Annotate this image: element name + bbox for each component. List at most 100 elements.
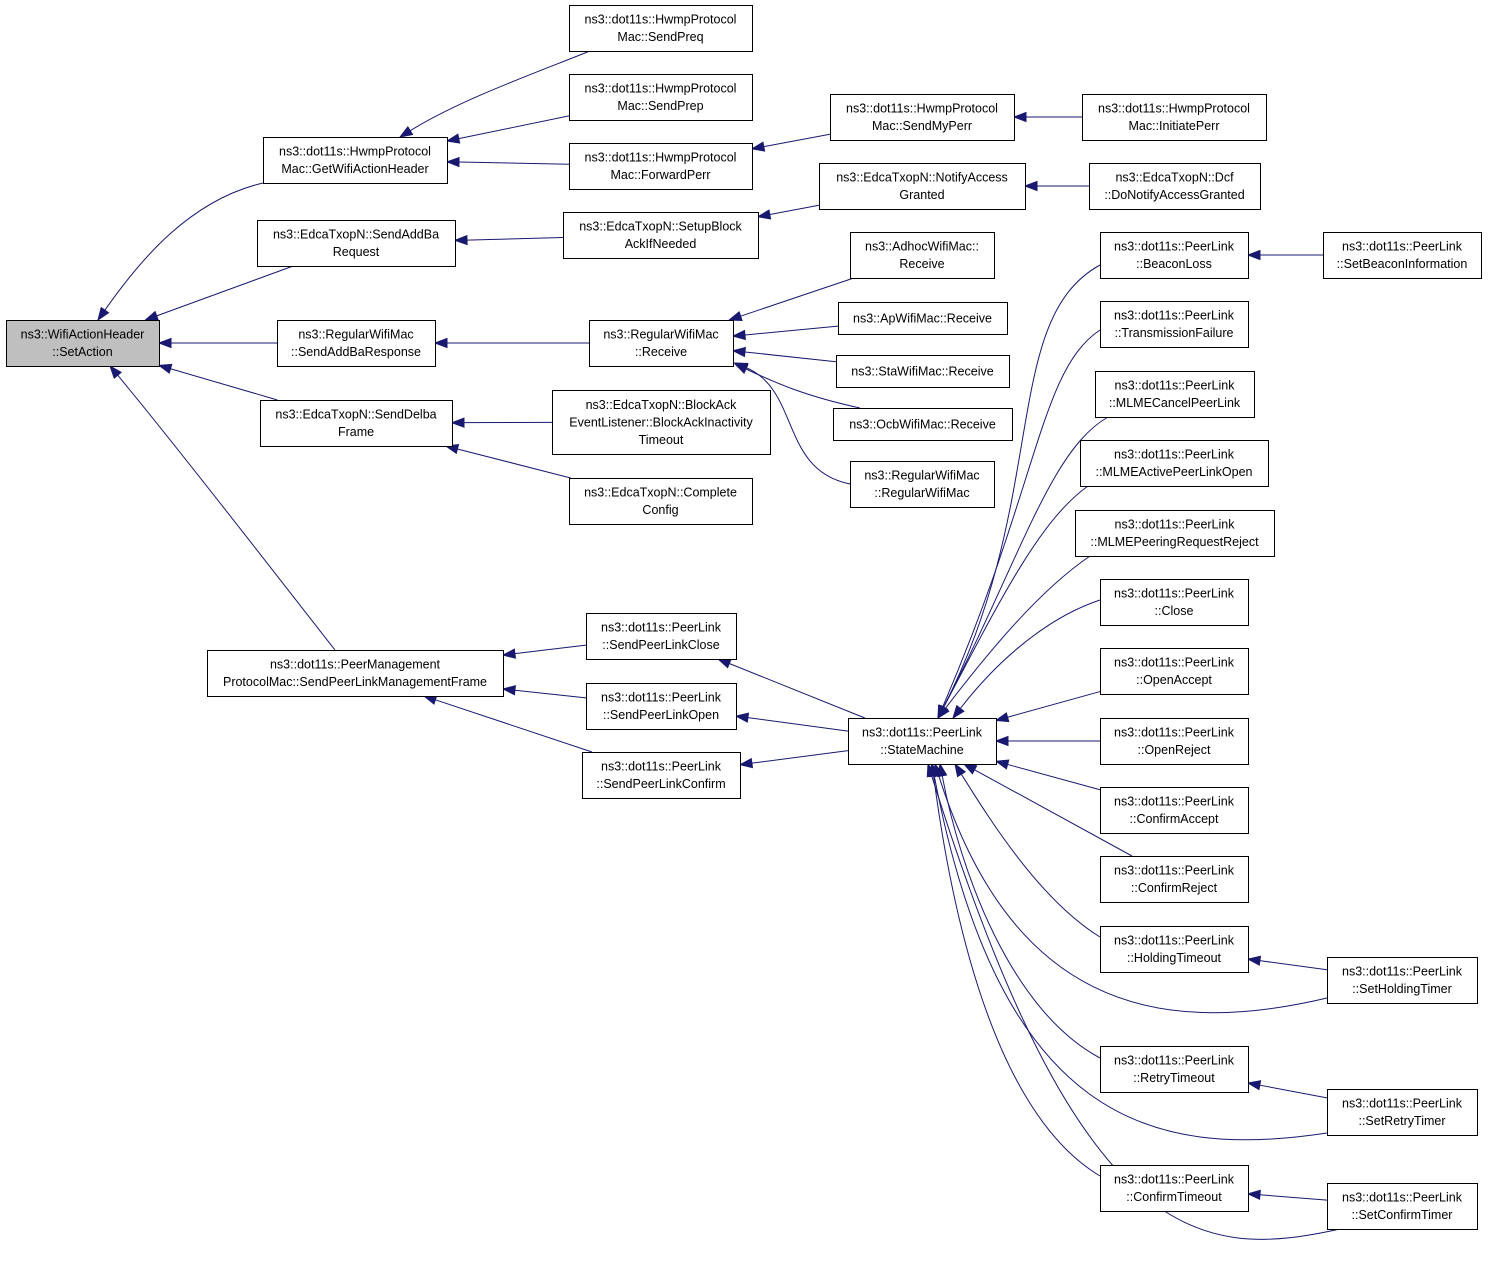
node-regularCtor[interactable]: ns3::RegularWifiMac::RegularWifiMac — [850, 461, 995, 508]
edge-line — [744, 351, 837, 363]
node-openAccept[interactable]: ns3::dot11s::PeerLink::OpenAccept — [1100, 648, 1249, 695]
node-setHoldingTimer[interactable]: ns3::dot11s::PeerLink::SetHoldingTimer — [1327, 957, 1478, 1004]
node-sendPeerLinkMgmt[interactable]: ns3::dot11s::PeerManagementProtocolMac::… — [207, 650, 504, 697]
node-label-line: ns3::dot11s::PeerLink — [1342, 240, 1463, 254]
edge-line — [763, 133, 831, 148]
node-root[interactable]: ns3::WifiActionHeader::SetAction — [6, 320, 160, 367]
node-forwardPerr[interactable]: ns3::dot11s::HwmpProtocolMac::ForwardPer… — [569, 143, 753, 190]
node-transmissionFailure[interactable]: ns3::dot11s::PeerLink::TransmissionFailu… — [1100, 301, 1249, 348]
arrowhead — [731, 346, 746, 358]
edge-regularReceive-to-sendAddBaResponse — [433, 337, 589, 349]
node-label-line: ::SetRetryTimer — [1358, 1114, 1445, 1128]
node-sendPeerLinkClose[interactable]: ns3::dot11s::PeerLink::SendPeerLinkClose — [586, 613, 737, 660]
node-adhocReceive[interactable]: ns3::AdhocWifiMac::Receive — [850, 232, 995, 279]
edge-sendPeerLinkMgmt-to-root — [109, 364, 336, 651]
node-box — [1323, 232, 1482, 279]
node-label-line: ns3::dot11s::PeerLink — [1114, 309, 1235, 323]
node-label-line: ::TransmissionFailure — [1114, 326, 1233, 340]
node-setConfirmTimer[interactable]: ns3::dot11s::PeerLink::SetConfirmTimer — [1327, 1183, 1478, 1230]
edge-regularCtor-to-regularReceive — [733, 362, 851, 485]
edge-setBeaconInfo-to-beaconLoss — [1246, 249, 1323, 261]
node-regularReceive[interactable]: ns3::RegularWifiMac::Receive — [589, 320, 734, 367]
edge-line — [435, 699, 593, 753]
edge-line — [745, 367, 851, 485]
edge-line — [933, 775, 1101, 1177]
arrowhead — [501, 685, 516, 696]
node-confirmReject[interactable]: ns3::dot11s::PeerLink::ConfirmReject — [1100, 856, 1249, 903]
arrowhead — [994, 735, 1009, 747]
edge-sendPreq-to-getWifiActionHeader — [398, 50, 591, 138]
node-label-line: ns3::dot11s::HwmpProtocol — [585, 151, 737, 165]
node-label-line: EventListener::BlockAckInactivity — [569, 415, 753, 429]
edge-retryTimeout-to-stateMachine — [937, 762, 1101, 1059]
node-setBeaconInfo[interactable]: ns3::dot11s::PeerLink::SetBeaconInformat… — [1323, 232, 1482, 279]
edge-getWifiActionHeader-to-root — [97, 182, 264, 322]
node-box — [552, 390, 771, 455]
node-label-line: ns3::ApWifiMac::Receive — [853, 311, 992, 325]
node-label-line: ns3::dot11s::PeerLink — [1114, 1173, 1235, 1187]
node-label-line: ns3::dot11s::PeerLink — [1114, 448, 1235, 462]
edge-mlmePeeringReject-to-stateMachine — [937, 555, 1091, 720]
node-ocbReceive[interactable]: ns3::OcbWifiMac::Receive — [833, 408, 1013, 441]
edge-setupBlockAck-to-sendAddBaRequest — [453, 234, 564, 246]
edge-line — [458, 161, 570, 165]
node-label-line: ::StateMachine — [880, 743, 963, 757]
node-label-line: ProtocolMac::SendPeerLinkManagementFrame — [223, 675, 487, 689]
node-sendPeerLinkOpen[interactable]: ns3::dot11s::PeerLink::SendPeerLinkOpen — [586, 683, 737, 730]
arrowhead — [733, 362, 749, 373]
node-doNotifyAccessGranted[interactable]: ns3::EdcaTxopN::Dcf::DoNotifyAccessGrant… — [1089, 163, 1261, 210]
node-box — [1100, 718, 1249, 765]
node-openReject[interactable]: ns3::dot11s::PeerLink::OpenReject — [1100, 718, 1249, 765]
edge-line — [514, 644, 587, 655]
node-stateMachine[interactable]: ns3::dot11s::PeerLink::StateMachine — [848, 718, 997, 765]
node-label-line: ::SendPeerLinkConfirm — [596, 777, 725, 791]
node-box — [1080, 440, 1269, 487]
node-sendAddBaResponse[interactable]: ns3::RegularWifiMac::SendAddBaResponse — [277, 320, 436, 367]
edge-line — [104, 182, 264, 311]
node-close[interactable]: ns3::dot11s::PeerLink::Close — [1100, 579, 1249, 626]
node-mlmePeeringReject[interactable]: ns3::dot11s::PeerLink::MLMEPeeringReques… — [1075, 510, 1275, 557]
node-sendPeerLinkConfirm[interactable]: ns3::dot11s::PeerLink::SendPeerLinkConfi… — [582, 752, 741, 799]
node-mlmeCancel[interactable]: ns3::dot11s::PeerLink::MLMECancelPeerLin… — [1095, 371, 1255, 418]
node-holdingTimeout[interactable]: ns3::dot11s::PeerLink::HoldingTimeout — [1100, 926, 1249, 973]
node-box — [586, 683, 737, 730]
node-staReceive[interactable]: ns3::StaWifiMac::Receive — [836, 355, 1010, 388]
edge-line — [943, 264, 1101, 708]
node-label-line: AckIfNeeded — [625, 237, 697, 251]
node-blockAckTimeout[interactable]: ns3::EdcaTxopN::BlockAckEventListener::B… — [552, 390, 771, 455]
arrowhead — [1246, 955, 1262, 966]
arrowhead — [453, 234, 468, 246]
node-beaconLoss[interactable]: ns3::dot11s::PeerLink::BeaconLoss — [1100, 232, 1249, 279]
node-box — [819, 163, 1026, 210]
node-mlmeActiveOpen[interactable]: ns3::dot11s::PeerLink::MLMEActivePeerLin… — [1080, 440, 1269, 487]
edge-line — [960, 773, 1101, 938]
node-retryTimeout[interactable]: ns3::dot11s::PeerLink::RetryTimeout — [1100, 1046, 1249, 1093]
node-label-line: ns3::EdcaTxopN::SendDelba — [275, 408, 436, 422]
node-apReceive[interactable]: ns3::ApWifiMac::Receive — [838, 302, 1008, 335]
node-label-line: ns3::dot11s::PeerLink — [601, 691, 722, 705]
node-notifyAccessGranted[interactable]: ns3::EdcaTxopN::NotifyAccessGranted — [819, 163, 1026, 210]
edge-line — [943, 416, 1109, 708]
edge-completeConfig-to-sendDelbaFrame — [444, 444, 571, 479]
node-setRetryTimer[interactable]: ns3::dot11s::PeerLink::SetRetryTimer — [1327, 1089, 1478, 1136]
node-confirmAccept[interactable]: ns3::dot11s::PeerLink::ConfirmAccept — [1100, 787, 1249, 834]
node-box — [830, 94, 1015, 141]
node-label-line: Request — [333, 245, 380, 259]
node-box — [260, 400, 453, 447]
node-label-line: Mac::SendPrep — [617, 99, 703, 113]
node-confirmTimeout[interactable]: ns3::dot11s::PeerLink::ConfirmTimeout — [1100, 1165, 1249, 1212]
arrowhead — [1023, 180, 1038, 192]
node-initiatePerr[interactable]: ns3::dot11s::HwmpProtocolMac::InitiatePe… — [1082, 94, 1267, 141]
node-label-line: Mac::ForwardPerr — [610, 168, 710, 182]
arrowhead — [994, 759, 1010, 770]
arrowhead — [501, 648, 517, 659]
edge-setRetryTimer-to-retryTimeout — [1246, 1080, 1328, 1099]
node-getWifiActionHeader[interactable]: ns3::dot11s::HwmpProtocolMac::GetWifiAct… — [263, 137, 448, 184]
